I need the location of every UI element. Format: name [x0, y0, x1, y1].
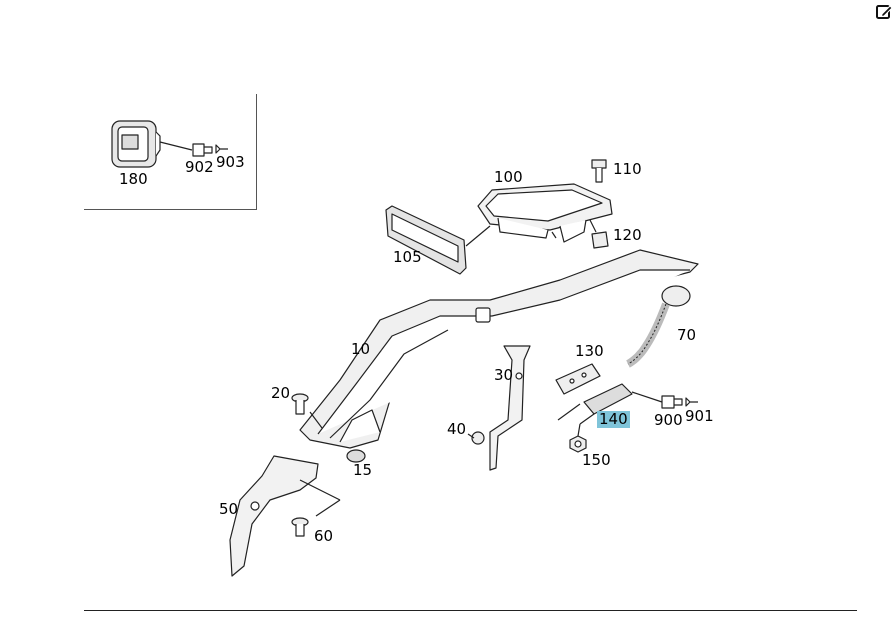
- part-label-150[interactable]: 150: [582, 451, 611, 469]
- part-label-20[interactable]: 20: [271, 384, 291, 402]
- part-label-120[interactable]: 120: [613, 226, 642, 244]
- part-label-15[interactable]: 15: [353, 461, 373, 479]
- part-130-drawing: [555, 363, 601, 395]
- part-label-901[interactable]: 901: [685, 407, 714, 425]
- part-120-drawing: [589, 219, 609, 249]
- part-label-903[interactable]: 903: [216, 153, 245, 171]
- part-180-drawing: [111, 120, 228, 168]
- part-label-902[interactable]: 902: [185, 158, 214, 176]
- inset-frame: [84, 94, 257, 210]
- part-label-900[interactable]: 900: [654, 411, 683, 429]
- part-label-40[interactable]: 40: [447, 420, 467, 438]
- part-150-drawing: [569, 423, 587, 453]
- part-50-drawing: [229, 455, 341, 577]
- part-label-100[interactable]: 100: [494, 168, 523, 186]
- part-label-180[interactable]: 180: [119, 170, 148, 188]
- part-label-140[interactable]: 140: [597, 410, 630, 428]
- part-label-105[interactable]: 105: [393, 248, 422, 266]
- part-100-drawing: [477, 183, 613, 243]
- part-105-drawing: [385, 205, 491, 275]
- part-label-70[interactable]: 70: [677, 326, 697, 344]
- part-110-drawing: [591, 159, 607, 183]
- part-label-30[interactable]: 30: [494, 366, 514, 384]
- part-30-drawing: [489, 345, 531, 471]
- part-label-110[interactable]: 110: [613, 160, 642, 178]
- divider: [84, 610, 857, 611]
- part-10-drawing: [299, 249, 699, 449]
- part-label-10[interactable]: 10: [351, 340, 371, 358]
- part-60-drawing: [291, 517, 309, 537]
- part-70-drawing: [626, 285, 691, 368]
- part-15-drawing: [346, 449, 366, 463]
- part-20-drawing: [291, 393, 323, 429]
- part-label-50[interactable]: 50: [219, 500, 239, 518]
- edit-icon[interactable]: [874, 2, 894, 22]
- part-140-drawing: [579, 383, 698, 425]
- part-label-60[interactable]: 60: [314, 527, 334, 545]
- part-40-drawing: [467, 431, 485, 445]
- part-label-130[interactable]: 130: [575, 342, 604, 360]
